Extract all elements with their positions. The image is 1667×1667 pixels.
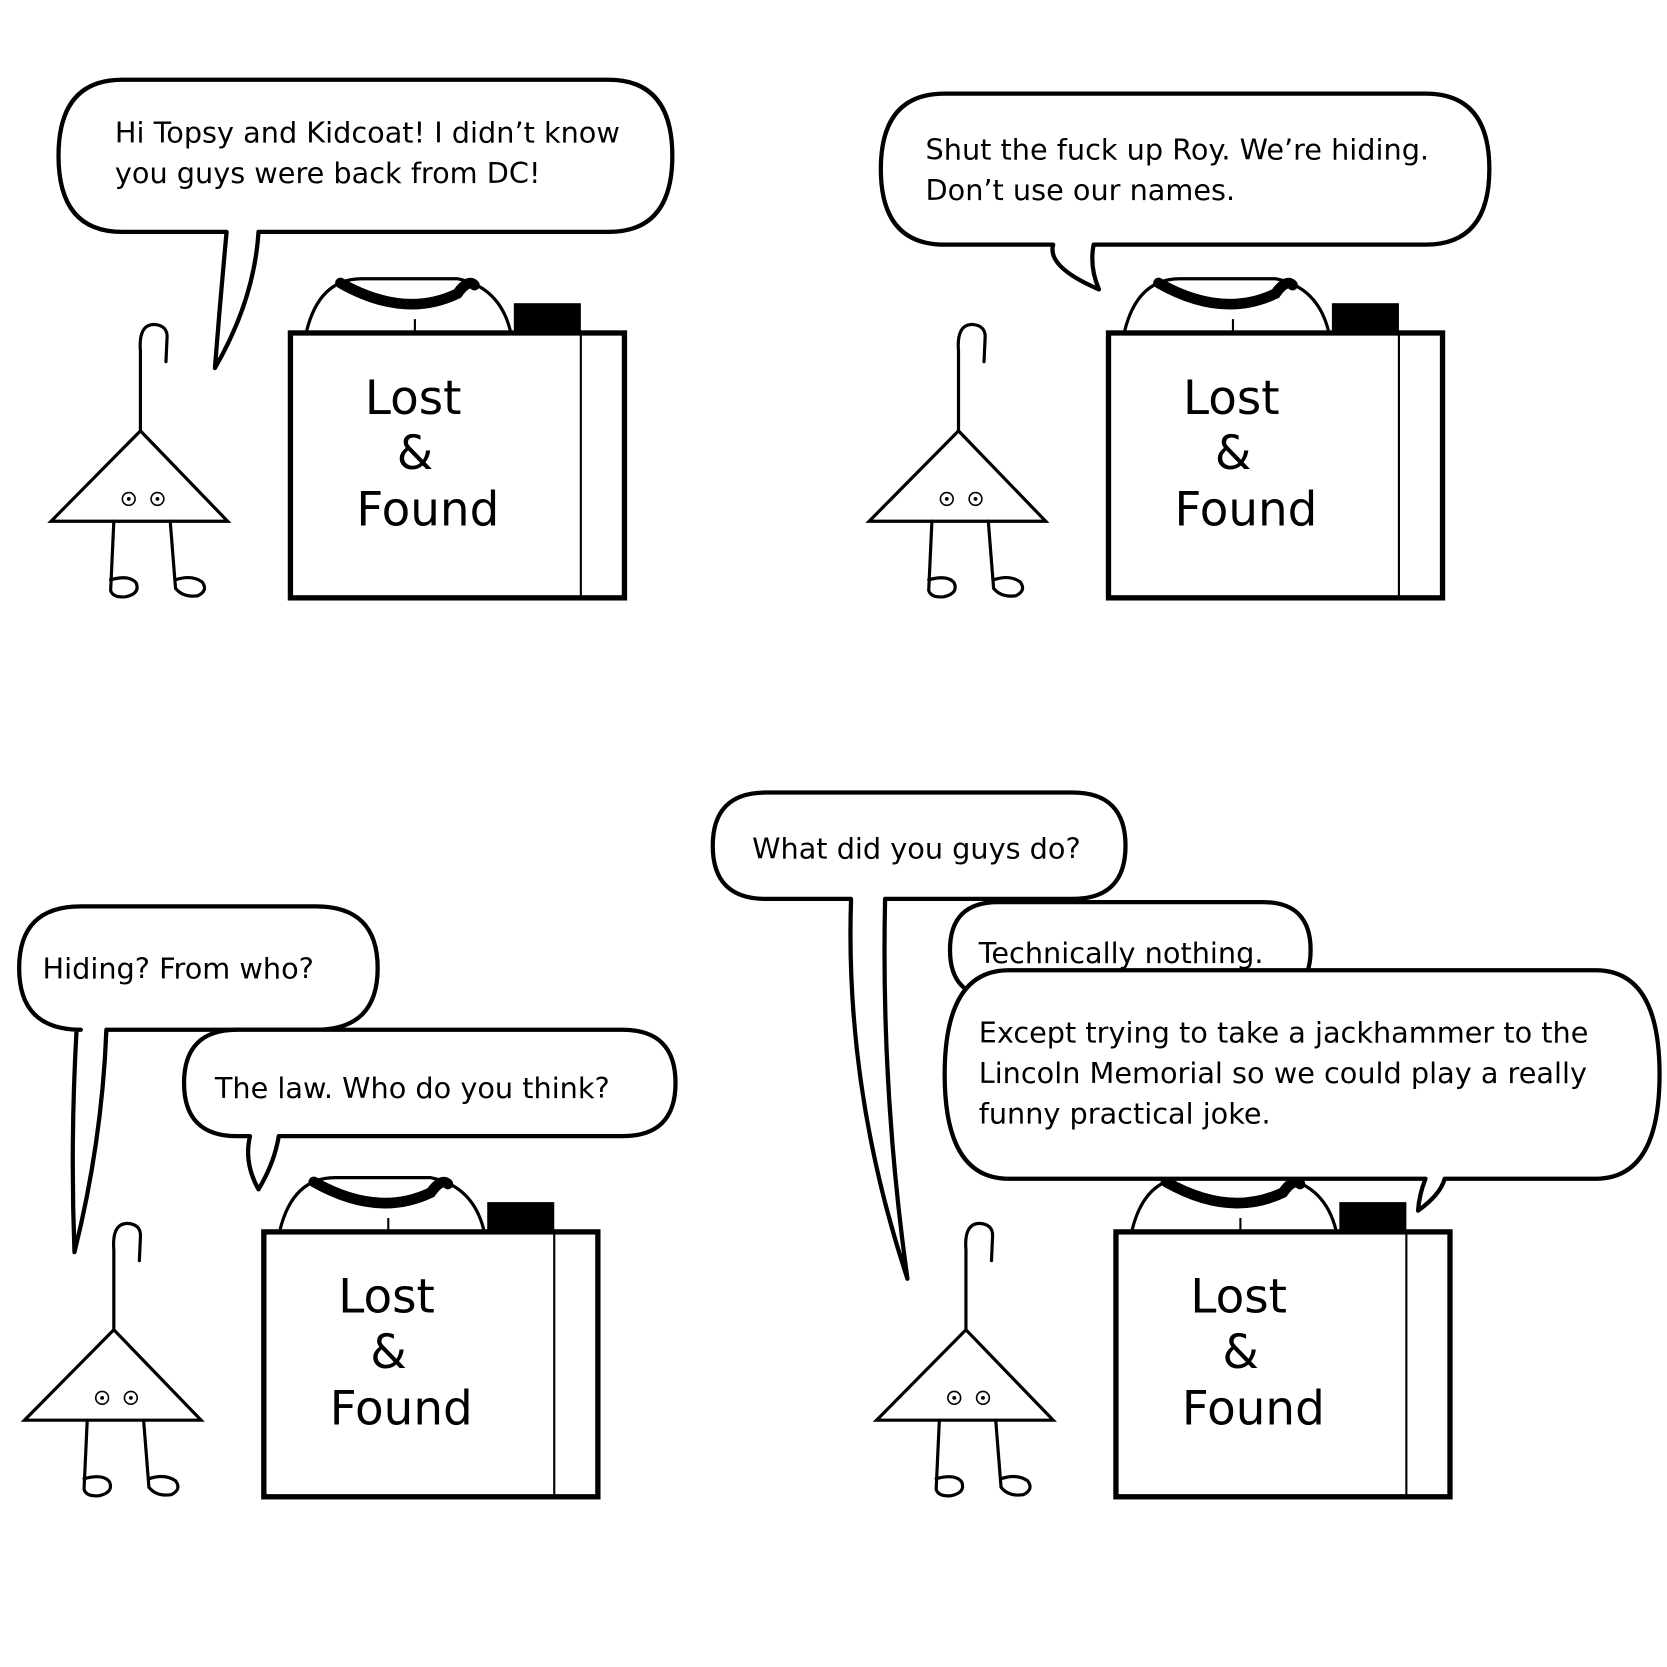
speech-line: What did you guys do? bbox=[752, 831, 1081, 865]
speech-bubble: Hi Topsy and Kidcoat! I didn’t know you g… bbox=[56, 77, 675, 371]
sign-text: & bbox=[397, 427, 434, 481]
scene: Lost&Found bbox=[865, 277, 1446, 601]
sign-text: & bbox=[1215, 427, 1252, 481]
pupil bbox=[973, 497, 978, 501]
triangle-body bbox=[20, 1327, 205, 1422]
lost-and-found-box bbox=[261, 1229, 601, 1500]
hair bbox=[1160, 1176, 1306, 1209]
right-leg bbox=[142, 1418, 180, 1497]
sign-text: Lost bbox=[1190, 1271, 1287, 1325]
speech-bubble: The law. Who do you think? bbox=[181, 1027, 678, 1192]
speech-line: funny practical joke. bbox=[979, 1096, 1271, 1130]
panel-3: Lost&Found Hiding? From who? The law. Who … bbox=[17, 904, 678, 1500]
speech-line: Shut the fuck up Roy. We’re hiding. bbox=[926, 133, 1430, 167]
bubble-outline bbox=[181, 1027, 678, 1192]
panel-4: Lost&Found What did you guys do? Technical… bbox=[710, 790, 1662, 1500]
triangle-body bbox=[47, 428, 232, 523]
hair bbox=[308, 1176, 454, 1209]
sign-text: Found bbox=[1182, 1382, 1325, 1436]
sign-text: Found bbox=[330, 1382, 473, 1436]
sign-text: Lost bbox=[1183, 372, 1280, 426]
pupil bbox=[981, 1395, 985, 1400]
hat bbox=[487, 1202, 555, 1231]
scene: Lost&Found bbox=[20, 1176, 601, 1500]
sign-text: & bbox=[1222, 1326, 1259, 1380]
box-with-hiders: Lost&Found bbox=[287, 277, 628, 601]
pupil bbox=[155, 497, 160, 501]
left-leg bbox=[934, 1418, 965, 1498]
hair bbox=[335, 277, 480, 310]
pupil bbox=[952, 1395, 957, 1400]
pupil bbox=[944, 497, 949, 501]
scene: Lost&Found bbox=[872, 1176, 1453, 1500]
antenna bbox=[111, 1221, 143, 1332]
hat bbox=[1331, 303, 1399, 332]
bubble-outline bbox=[710, 790, 1128, 1281]
left-leg bbox=[109, 519, 139, 599]
speech-line: you guys were back from DC! bbox=[115, 156, 541, 190]
antenna bbox=[138, 322, 169, 433]
speech-line: Hi Topsy and Kidcoat! I didn’t know bbox=[115, 116, 620, 150]
bubble-outline bbox=[56, 77, 675, 371]
sign-text: Found bbox=[356, 484, 499, 538]
speech-line: Except trying to take a jackhammer to th… bbox=[979, 1016, 1589, 1050]
speech-bubble: What did you guys do? bbox=[710, 790, 1128, 1281]
speech-bubble: Except trying to take a jackhammer to th… bbox=[942, 968, 1662, 1213]
speech-line: Hiding? From who? bbox=[43, 952, 314, 986]
left-leg bbox=[927, 519, 957, 599]
pupil bbox=[128, 1395, 133, 1400]
speech-line: Lincoln Memorial so we could play a real… bbox=[979, 1056, 1587, 1090]
right-leg bbox=[994, 1418, 1032, 1497]
triangle-character bbox=[20, 1221, 205, 1498]
sign-text: Lost bbox=[338, 1271, 435, 1325]
lost-and-found-box bbox=[1113, 1229, 1453, 1500]
hat bbox=[1339, 1202, 1407, 1231]
antenna bbox=[964, 1221, 995, 1332]
lost-and-found-box bbox=[1105, 330, 1446, 601]
box-with-hiders: Lost&Found bbox=[1113, 1176, 1453, 1500]
triangle-character bbox=[865, 322, 1050, 599]
lost-and-found-box bbox=[287, 330, 628, 601]
sign-text: Lost bbox=[365, 372, 462, 426]
speech-line: Don’t use our names. bbox=[926, 173, 1236, 207]
right-leg bbox=[168, 519, 207, 598]
bubble-outline bbox=[878, 91, 1492, 292]
scene: Lost&Found bbox=[47, 277, 628, 601]
triangle-body bbox=[872, 1327, 1057, 1422]
sign-text: Found bbox=[1174, 484, 1317, 538]
speech-bubble: Hiding? From who? bbox=[17, 904, 380, 1255]
bubble-outline bbox=[17, 904, 380, 1255]
sign-text: & bbox=[370, 1326, 407, 1380]
speech-bubble: Shut the fuck up Roy. We’re hiding. Don’t… bbox=[878, 91, 1492, 292]
right-leg bbox=[986, 519, 1025, 598]
box-with-hiders: Lost&Found bbox=[261, 1176, 601, 1500]
pupil bbox=[126, 497, 131, 501]
hair bbox=[1153, 277, 1298, 310]
box-with-hiders: Lost&Found bbox=[1105, 277, 1446, 601]
speech-line: Technically nothing. bbox=[978, 936, 1264, 970]
hat bbox=[513, 303, 581, 332]
speech-line: The law. Who do you think? bbox=[214, 1071, 610, 1105]
left-leg bbox=[82, 1418, 113, 1498]
pupil bbox=[100, 1395, 105, 1400]
antenna bbox=[956, 322, 987, 433]
triangle-character bbox=[47, 322, 232, 599]
triangle-body bbox=[865, 428, 1050, 523]
triangle-character bbox=[872, 1221, 1057, 1498]
bubble-outline bbox=[942, 968, 1662, 1213]
